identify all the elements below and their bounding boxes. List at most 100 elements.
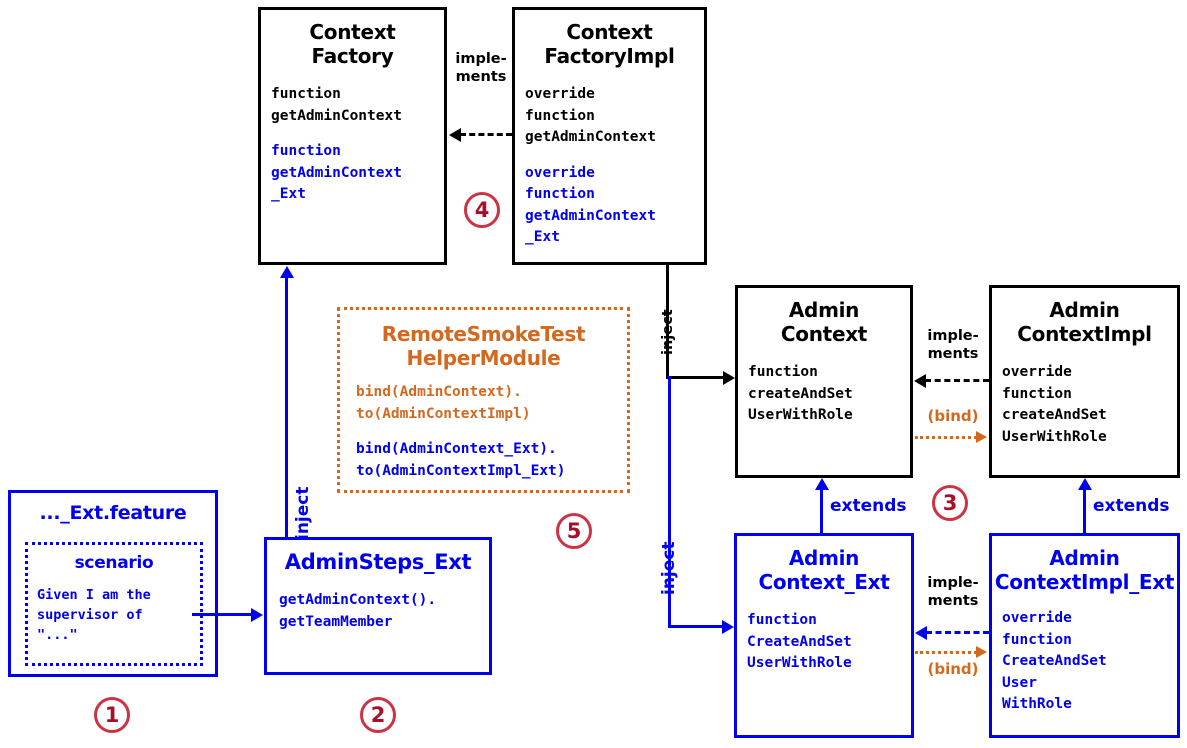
label-text: inject — [293, 486, 313, 541]
member-line: getAdminContext(). — [279, 592, 437, 608]
member-group-base: bind(AdminContext). to(AdminContextImpl) — [356, 382, 627, 425]
class-title-line2: ContextImpl — [1017, 322, 1152, 346]
member-line: override — [525, 86, 595, 102]
member-line: function — [1002, 385, 1072, 402]
scenario-step-line: Given I am the — [37, 587, 151, 603]
class-title-line1: Admin — [1049, 546, 1120, 570]
member-line: function — [748, 364, 818, 380]
member-line: function — [271, 143, 341, 159]
class-title-line1: Admin — [788, 298, 860, 322]
label-text: imple- ments — [927, 328, 979, 362]
class-title-line2: Factory — [311, 44, 394, 68]
label-implements-admin-context-ext: imple- ments — [916, 574, 990, 610]
class-title-line1: Admin — [788, 546, 860, 570]
implements-arrowhead-admin-context — [914, 374, 926, 388]
class-title-context-factory-impl: Context FactoryImpl — [515, 20, 704, 68]
label-bind-admin-context-ext: (bind) — [916, 660, 990, 678]
class-box-context-factory-impl[interactable]: Context FactoryImpl override function ge… — [512, 7, 707, 265]
member-line: bind(AdminContext). — [356, 384, 522, 400]
label-text: imple- ments — [455, 51, 507, 85]
scenario-steps: Given I am the supervisor of "..." — [28, 585, 200, 645]
label-text: (bind) — [927, 660, 979, 678]
label-text: imple- ments — [927, 575, 979, 609]
class-title-admin-context: Admin Context — [738, 298, 910, 346]
member-group-base: function createAndSet UserWithRole — [748, 362, 910, 427]
module-title-line1: RemoteSmokeTest — [381, 322, 586, 346]
implements-line-admin-context — [925, 379, 989, 382]
class-members-admin-steps-ext: getAdminContext(). getTeamMember — [267, 590, 489, 633]
member-group-ext: override function CreateAndSet User With… — [1002, 608, 1177, 716]
module-members-helper: bind(AdminContext). to(AdminContextImpl)… — [340, 382, 627, 482]
label-text: (bind) — [927, 407, 979, 425]
member-line: override — [525, 164, 595, 181]
bind-arrowhead-admin-context — [976, 431, 987, 443]
member-line: createAndSet — [1002, 407, 1107, 423]
member-group-base: override function createAndSet UserWithR… — [1002, 362, 1177, 448]
label-bind-admin-context: (bind) — [916, 407, 990, 425]
class-box-admin-context-impl[interactable]: Admin ContextImpl override function crea… — [989, 285, 1180, 478]
class-title-line1: Context — [309, 20, 396, 44]
class-box-admin-context[interactable]: Admin Context function createAndSet User… — [735, 285, 913, 478]
class-title-admin-steps-ext: AdminSteps_Ext — [267, 550, 489, 574]
module-title-line2: HelperModule — [406, 346, 561, 370]
implements-line-admin-context-ext — [926, 631, 989, 634]
scenario-step-line: "..." — [37, 627, 78, 643]
member-group-base: override function getAdminContext — [525, 84, 704, 149]
extends-line-admin-context-impl — [1083, 490, 1086, 533]
implements-line-factory — [460, 133, 512, 136]
feature-to-steps-arrowhead — [251, 608, 263, 622]
class-title-context-factory: Context Factory — [261, 20, 444, 68]
bind-line-admin-context-ext — [915, 651, 977, 654]
class-members-admin-context: function createAndSet UserWithRole — [738, 362, 910, 427]
member-line: getAdminContext — [271, 164, 402, 181]
inject-line-steps-to-factory — [285, 278, 288, 537]
member-line: function — [525, 186, 595, 202]
inject-arrowhead-steps-to-factory — [280, 266, 294, 278]
inject-line-horizontal-admin-context-ext — [668, 625, 723, 628]
member-line: getTeamMember — [279, 613, 393, 630]
scenario-box[interactable]: scenario Given I am the supervisor of ".… — [25, 542, 203, 666]
label-implements-factory: imple- ments — [450, 50, 512, 86]
scenario-step-line: supervisor of — [37, 607, 143, 623]
file-box-feature[interactable]: ..._Ext.feature scenario Given I am the … — [8, 490, 218, 677]
class-box-context-factory[interactable]: Context Factory function getAdminContext… — [258, 7, 447, 265]
feature-to-steps-line — [192, 613, 252, 616]
scenario-title-text: scenario — [74, 553, 154, 573]
file-title-text: ..._Ext.feature — [39, 502, 187, 524]
class-title-line2: FactoryImpl — [544, 44, 675, 68]
label-text: extends — [1093, 496, 1170, 516]
member-line: User — [1002, 674, 1037, 691]
class-box-admin-context-impl-ext[interactable]: Admin ContextImpl_Ext override function … — [989, 533, 1180, 738]
scenario-title: scenario — [28, 551, 200, 575]
class-box-admin-steps-ext[interactable]: AdminSteps_Ext getAdminContext(). getTea… — [264, 537, 492, 675]
member-line: UserWithRole — [748, 407, 853, 423]
bind-line-admin-context — [915, 436, 977, 439]
class-box-admin-context-ext[interactable]: Admin Context_Ext function CreateAndSet … — [734, 533, 914, 738]
step-badge-4: 4 — [464, 192, 500, 228]
step-badge-2: 2 — [360, 697, 396, 733]
label-inject-steps-to-factory: inject — [293, 450, 313, 541]
class-members-admin-context-ext: function CreateAndSet UserWithRole — [737, 610, 911, 675]
member-line: getAdminContext — [525, 129, 656, 145]
step-badge-3: 3 — [932, 485, 968, 521]
label-text: extends — [830, 496, 907, 516]
member-line: getAdminContext — [525, 207, 656, 224]
inject-arrowhead-admin-context-ext — [722, 620, 734, 634]
member-group-ext: bind(AdminContext_Ext). to(AdminContextI… — [356, 439, 627, 482]
class-title-line1: Context — [566, 20, 653, 44]
step-number: 5 — [566, 519, 582, 543]
member-line: override — [1002, 610, 1072, 626]
file-title-feature: ..._Ext.feature — [11, 501, 215, 525]
member-line: createAndSet — [748, 385, 853, 402]
class-title-line2: Context_Ext — [758, 570, 890, 594]
member-group-base: function getAdminContext — [271, 84, 444, 127]
member-line: CreateAndSet — [1002, 653, 1107, 669]
label-implements-admin-context: imple- ments — [916, 327, 990, 363]
module-box-helper[interactable]: RemoteSmokeTest HelperModule bind(AdminC… — [337, 307, 630, 493]
class-members-context-factory-impl: override function getAdminContext overri… — [515, 84, 704, 249]
member-group-ext: function CreateAndSet UserWithRole — [747, 610, 911, 675]
class-title-admin-context-impl-ext: Admin ContextImpl_Ext — [992, 546, 1177, 594]
member-line: to(AdminContextImpl_Ext) — [356, 462, 566, 479]
extends-arrowhead-admin-context — [815, 478, 829, 490]
